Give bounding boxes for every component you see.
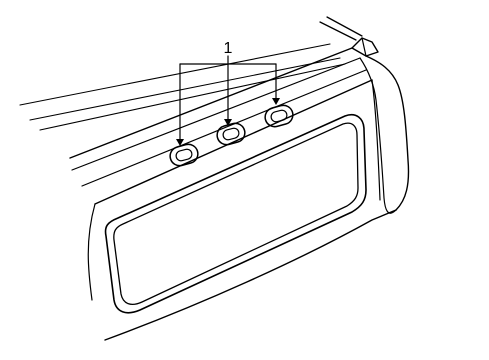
marker-lamp-left (169, 143, 199, 167)
marker-lamp-right (264, 104, 294, 128)
roof-trim-lines (19, 16, 363, 131)
arrowhead-right (272, 98, 280, 105)
arrowhead-left (176, 139, 184, 146)
spoiler-tip (351, 37, 379, 57)
rear-window (104, 114, 367, 314)
callout-leaders (179, 55, 277, 141)
side-panel (359, 55, 410, 214)
callout-number: 1 (224, 40, 233, 57)
callout-arrowheads (176, 98, 280, 146)
upper-gate-panel (69, 47, 373, 205)
arrowhead-center (224, 119, 232, 126)
lower-gate-body (87, 203, 397, 341)
